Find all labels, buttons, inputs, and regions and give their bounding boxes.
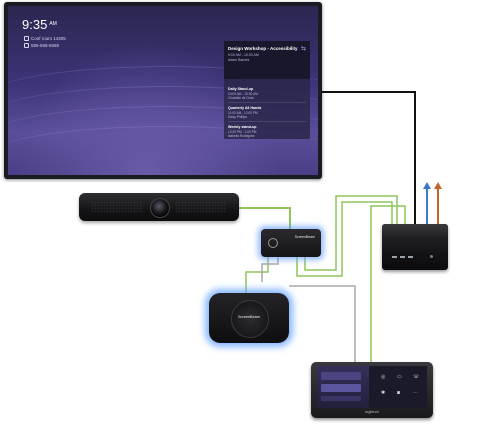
power-arrow-icon: [434, 182, 442, 189]
agenda-divider: [228, 102, 306, 103]
agenda-current: Design Workshop - Accessibility 9:00 AM …: [224, 41, 310, 79]
share-icon: ⇆: [300, 46, 306, 52]
room-name: Conf room 14305: [24, 36, 66, 42]
agenda-item-title: Weekly stand-up: [228, 125, 257, 129]
controller-agenda: [317, 366, 369, 408]
usb-port: [408, 256, 413, 258]
more-icon: ⋯: [413, 390, 418, 396]
agenda-panel: Design Workshop - Accessibility 9:00 AM …: [224, 41, 310, 139]
camera-lens-icon: [150, 198, 170, 218]
hdmi-cable: [322, 91, 416, 224]
usb-cable-hub-puck: [245, 257, 269, 293]
mini-pc-top: [382, 224, 448, 240]
hub-logo-icon: [268, 238, 278, 248]
agenda-item-title: Quarterly All Hands: [228, 106, 262, 110]
camera-icon: ◙: [397, 390, 401, 396]
power-led: [430, 255, 433, 258]
video-bar: [79, 193, 239, 221]
room-icon: [24, 36, 29, 42]
agenda-divider: [228, 121, 306, 122]
controller-brand: logitech: [365, 409, 379, 414]
network-arrow-icon: [423, 182, 431, 189]
usb-cable-tap: [370, 205, 406, 362]
current-meeting-time: 9:00 AM - 10:00 AM: [228, 53, 259, 57]
wave-decoration: [8, 86, 318, 147]
controller-meeting-card: [321, 396, 361, 401]
room-phone: 555-555-5555: [24, 43, 59, 49]
current-meeting-title: Design Workshop - Accessibility: [228, 46, 298, 51]
screenbeam-receiver: ScreenBeam: [209, 293, 289, 343]
agenda-item-title: Daily Stand-up: [228, 87, 254, 91]
phone-icon: [24, 43, 29, 49]
wave-decoration: [8, 106, 318, 167]
mini-pc: [382, 224, 448, 270]
clock-time: 9:35: [22, 17, 48, 32]
clock-ampm: AM: [49, 21, 57, 27]
agenda-item-organizer: Isabella Rodriguez: [228, 134, 255, 138]
usb-cable-videobar: [239, 207, 291, 229]
speaker-grille-left: [91, 201, 143, 213]
lan-cable-puck: [289, 285, 356, 362]
agenda-item-time: 10:00 AM - 10:30 AM: [228, 92, 258, 96]
join-icon: ◎: [381, 374, 386, 380]
receiver-ring: [231, 300, 269, 338]
touch-controller: ◎ ▭ ☏ ✱ ◙ ⋯ logitech: [311, 362, 433, 418]
usb-port: [400, 256, 405, 258]
screenbeam-hub: ScreenBeam: [261, 229, 321, 257]
agenda-item-time: 12:30 PM - 1:00 PM: [228, 130, 257, 134]
controller-meeting-card: [321, 384, 361, 392]
hub-brand: ScreenBeam: [294, 235, 315, 239]
usb-cable-hub-pc: [304, 195, 398, 271]
usb-port: [392, 256, 397, 258]
lan-cable-hub: [261, 257, 279, 282]
speaker-grille-right: [175, 201, 227, 213]
controller-screen: ◎ ▭ ☏ ✱ ◙ ⋯: [317, 366, 427, 408]
current-meeting-organizer: Adam Barnes: [228, 58, 250, 62]
wave-decoration: [8, 66, 318, 127]
agenda-item-organizer: Daisy Phillips: [228, 115, 247, 119]
wave-decoration: [8, 126, 318, 175]
receiver-brand: ScreenBeam: [238, 315, 260, 319]
call-icon: ☏: [413, 374, 420, 380]
present-icon: ▭: [397, 374, 402, 380]
settings-icon: ✱: [381, 390, 386, 396]
agenda-item-time: 11:00 AM - 12:00 PM: [228, 111, 258, 115]
controller-meeting-card: [321, 372, 361, 380]
agenda-item-organizer: Charlotte de Crum: [228, 96, 255, 100]
